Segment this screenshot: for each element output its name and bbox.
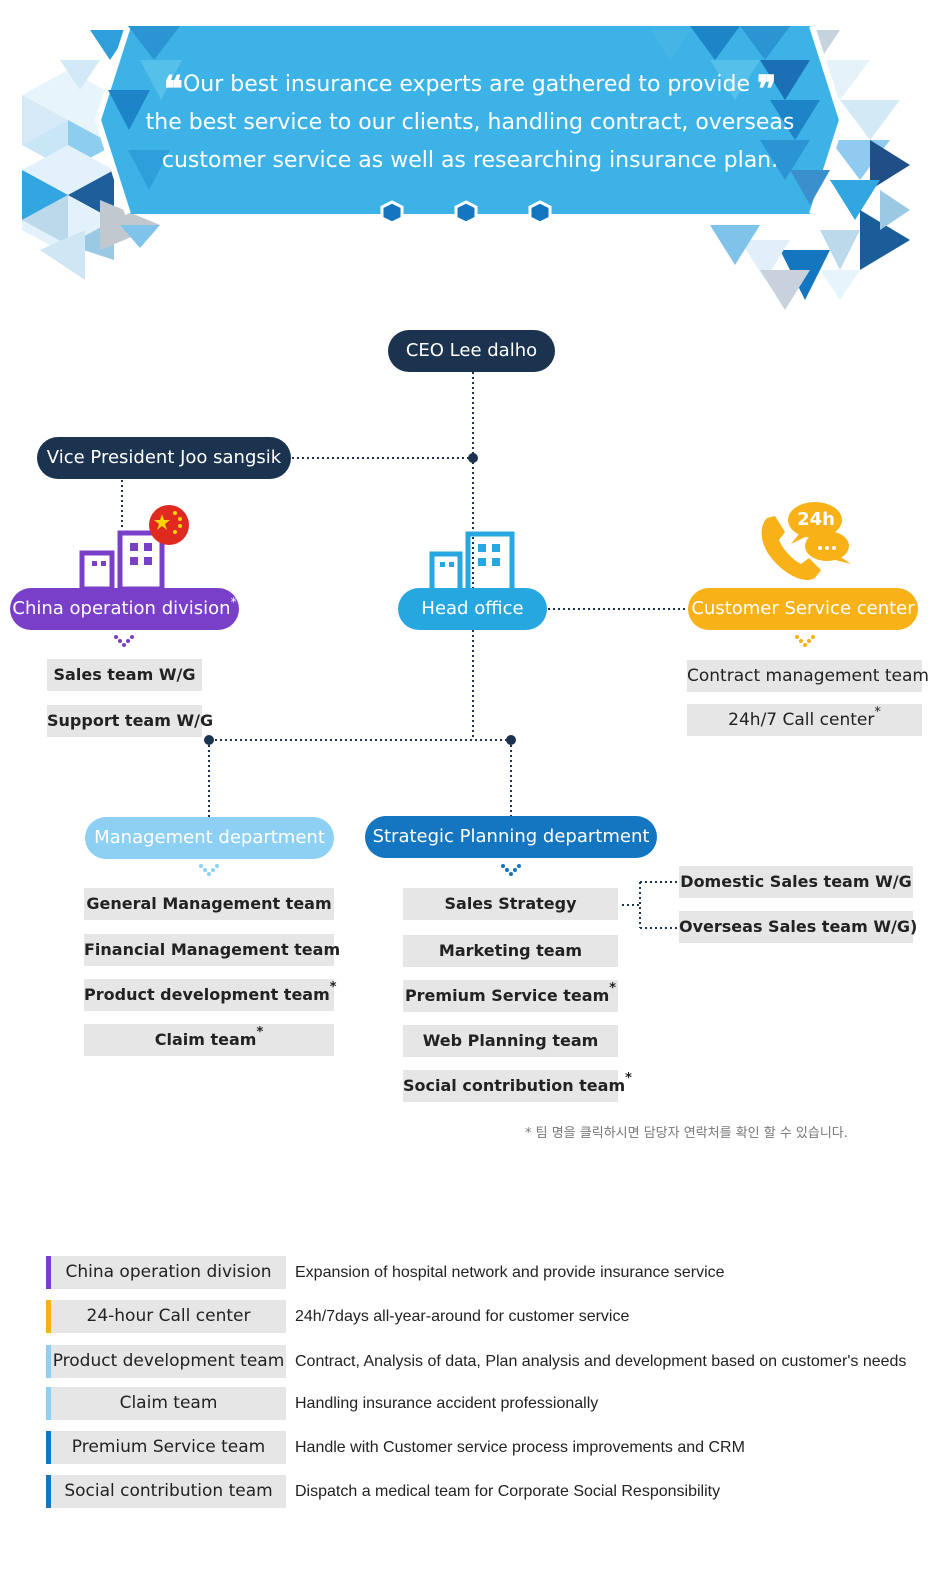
overseas-sales-team-wg[interactable]: Overseas Sales team W/G) bbox=[679, 911, 917, 943]
team-label: Social contribution team bbox=[403, 1076, 626, 1095]
quote-line-2: the best service to our clients, handlin… bbox=[145, 110, 795, 135]
hexagon-dot-2 bbox=[454, 200, 478, 225]
banner-background bbox=[22, 25, 910, 310]
team-label: Product development team bbox=[84, 985, 330, 1004]
marketing-team[interactable]: Marketing team bbox=[403, 935, 618, 967]
legend-name: 24-hour Call center bbox=[51, 1300, 286, 1333]
click-note: * 팀 명을 클릭하시면 담당자 연락처를 확인 할 수 있습니다. bbox=[525, 1126, 848, 1141]
close-quote-icon: ❞ bbox=[757, 68, 777, 110]
legend-name: Claim team bbox=[51, 1387, 286, 1420]
call-center-asterisk: * bbox=[874, 705, 881, 720]
team-asterisk: * bbox=[625, 1071, 632, 1086]
call-center-phone-icon bbox=[761, 502, 851, 580]
hexagon-dot-3 bbox=[528, 200, 552, 225]
legend-name: Social contribution team bbox=[51, 1475, 286, 1508]
customer-service-center-node[interactable]: Customer Service center bbox=[688, 588, 918, 630]
team-asterisk: * bbox=[256, 1025, 264, 1040]
hexagon-dot-1 bbox=[380, 200, 404, 225]
china-operation-label: China operation division bbox=[12, 598, 231, 619]
support-team-wg[interactable]: Support team W/G bbox=[47, 705, 213, 737]
chevron-down-icon bbox=[199, 864, 219, 876]
chevron-down-icon bbox=[795, 635, 815, 647]
legend-desc: 24h/7days all-year-around for customer s… bbox=[295, 1308, 630, 1325]
left-hex-pattern bbox=[22, 30, 160, 280]
product-development-team[interactable]: Product development team* bbox=[84, 979, 337, 1011]
legend-desc: Contract, Analysis of data, Plan analysi… bbox=[295, 1353, 907, 1370]
call-center-badge: 24h bbox=[797, 509, 835, 530]
general-management-team[interactable]: General Management team bbox=[84, 888, 334, 920]
head-office-building-icon bbox=[429, 531, 515, 595]
right-hex-pattern bbox=[710, 30, 910, 310]
legend-desc: Dispatch a medical team for Corporate So… bbox=[295, 1483, 721, 1500]
chevron-down-icon bbox=[501, 864, 521, 876]
team-label: Financial Management team bbox=[84, 940, 341, 959]
team-label: Sales Strategy bbox=[444, 894, 577, 913]
team-asterisk: * bbox=[329, 980, 337, 995]
financial-management-team[interactable]: Financial Management team bbox=[84, 934, 340, 966]
connector-lines bbox=[121, 372, 688, 929]
banner-triangles bbox=[108, 26, 830, 205]
team-label: Premium Service team bbox=[404, 986, 610, 1005]
china-flag-icon bbox=[149, 505, 189, 545]
ceo-node[interactable]: CEO Lee dalho bbox=[388, 330, 555, 372]
legend-row: Product development team Contract, Analy… bbox=[46, 1345, 926, 1378]
team-asterisk: * bbox=[609, 981, 617, 996]
team-label: Web Planning team bbox=[422, 1031, 599, 1050]
china-operation-node[interactable]: China operation division* bbox=[10, 588, 239, 630]
legend-name: Product development team bbox=[51, 1345, 286, 1378]
vice-president-node[interactable]: Vice President Joo sangsik bbox=[37, 437, 291, 479]
team-label: Claim team bbox=[154, 1030, 257, 1049]
legend-row: Premium Service team Handle with Custome… bbox=[46, 1431, 926, 1464]
legend-name: Premium Service team bbox=[51, 1431, 286, 1464]
legend-name: China operation division bbox=[51, 1256, 286, 1289]
china-operation-asterisk: * bbox=[230, 595, 237, 609]
banner-quote: ❝Our best insurance experts are gathered… bbox=[120, 66, 820, 180]
team-label: General Management team bbox=[86, 894, 332, 913]
team-label: Marketing team bbox=[438, 941, 583, 960]
premium-service-team[interactable]: Premium Service team* bbox=[403, 980, 618, 1012]
legend-color-bar bbox=[46, 1387, 51, 1420]
social-contribution-team[interactable]: Social contribution team* bbox=[403, 1070, 632, 1102]
legend-color-bar bbox=[46, 1345, 51, 1378]
legend-color-bar bbox=[46, 1431, 51, 1464]
legend-row: Social contribution team Dispatch a medi… bbox=[46, 1475, 926, 1508]
strategic-planning-node[interactable]: Strategic Planning department bbox=[365, 816, 657, 858]
chevron-down-icon bbox=[114, 635, 134, 647]
contract-management-team[interactable]: Contract management team bbox=[687, 660, 929, 692]
domestic-sales-team-wg[interactable]: Domestic Sales team W/G bbox=[679, 866, 913, 898]
call-center-label: 24h/7 Call center bbox=[728, 710, 875, 730]
quote-line-3: customer service as well as researching … bbox=[161, 148, 779, 173]
legend-color-bar bbox=[46, 1475, 51, 1508]
head-office-node[interactable]: Head office bbox=[398, 588, 547, 630]
legend-row: China operation division Expansion of ho… bbox=[46, 1256, 926, 1289]
legend-desc: Handle with Customer service process imp… bbox=[295, 1439, 745, 1456]
legend-desc: Handling insurance accident professional… bbox=[295, 1395, 599, 1412]
sales-strategy-team[interactable]: Sales Strategy bbox=[403, 888, 618, 920]
call-center-24h-team[interactable]: 24h/7 Call center* bbox=[687, 704, 922, 736]
legend-desc: Expansion of hospital network and provid… bbox=[295, 1264, 725, 1281]
legend-color-bar bbox=[46, 1300, 51, 1333]
quote-line-1: Our best insurance experts are gathered … bbox=[182, 72, 751, 97]
open-quote-icon: ❝ bbox=[163, 68, 183, 110]
legend-row: 24-hour Call center 24h/7days all-year-a… bbox=[46, 1300, 926, 1333]
legend-row: Claim team Handling insurance accident p… bbox=[46, 1387, 926, 1420]
web-planning-team[interactable]: Web Planning team bbox=[403, 1025, 618, 1057]
management-department-node[interactable]: Management department bbox=[85, 817, 334, 859]
sales-team-wg[interactable]: Sales team W/G bbox=[47, 659, 202, 691]
legend-color-bar bbox=[46, 1256, 51, 1289]
claim-team[interactable]: Claim team* bbox=[84, 1024, 334, 1056]
